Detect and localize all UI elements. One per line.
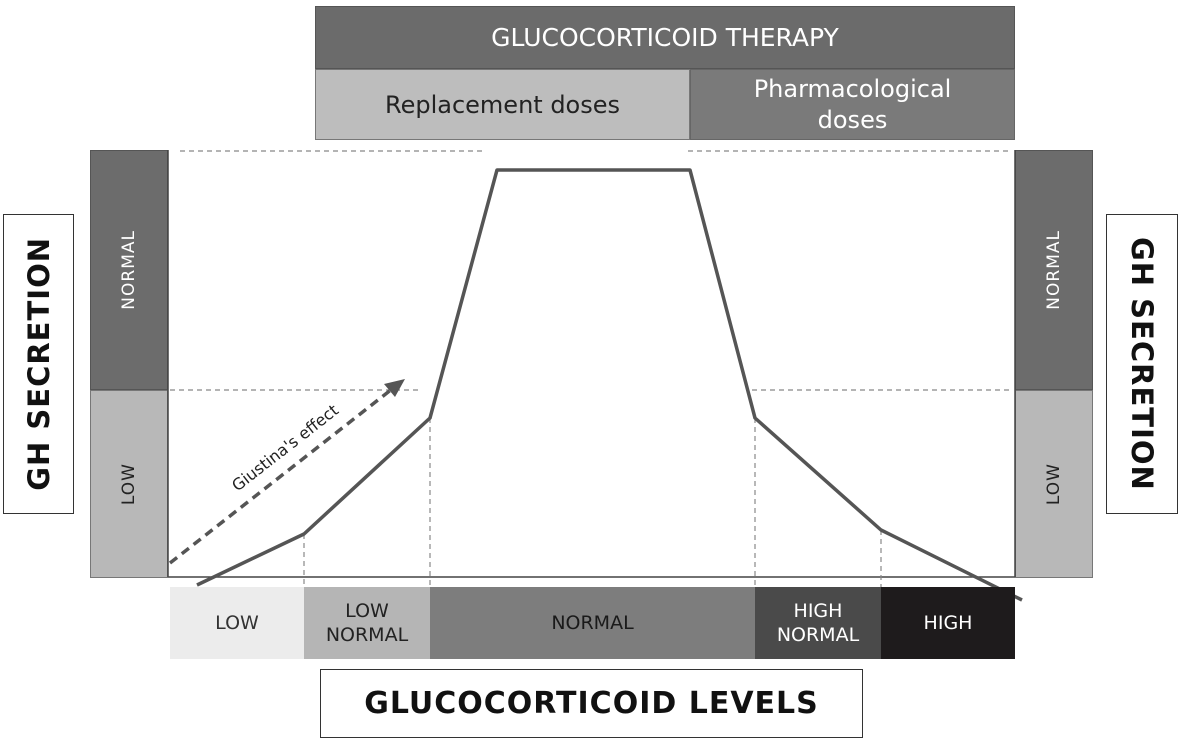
pharmacological-doses-band: Pharmacological doses [690,69,1015,140]
left-gh-low-bar: LOW [90,390,168,578]
level-low-normal-segment: LOW NORMAL [304,587,430,659]
glucocorticoid-levels-box: GLUCOCORTICOID LEVELS [320,669,863,738]
level-high-normal-segment: HIGH NORMAL [755,587,881,659]
level-high-normal-label-1: HIGH [793,600,843,622]
gh-secretion-curve [196,168,1023,602]
pharmacological-label-line2: doses [817,105,888,134]
pharmacological-label-line1: Pharmacological [753,74,952,103]
level-low-label: LOW [215,612,259,634]
replacement-doses-label: Replacement doses [384,90,621,119]
right-gh-low-bar: LOW [1015,390,1093,578]
glucocorticoid-levels-label: GLUCOCORTICOID LEVELS [364,686,819,721]
level-low-segment: LOW [170,587,304,659]
level-high-label: HIGH [923,612,973,634]
replacement-doses-band: Replacement doses [315,69,690,140]
right-gh-secretion-label: GH SECRETION [1125,237,1159,491]
therapy-header: GLUCOCORTICOID THERAPY [315,6,1015,69]
level-normal-segment: NORMAL [430,587,755,659]
level-low-normal-label-1: LOW [345,600,389,622]
left-gh-normal-bar: NORMAL [90,150,168,390]
level-normal-label: NORMAL [551,612,634,634]
level-low-normal-label-2: NORMAL [325,624,409,646]
level-high-normal-label-2: NORMAL [776,624,860,646]
level-high-segment: HIGH [881,587,1015,659]
therapy-title: GLUCOCORTICOID THERAPY [491,23,839,52]
giustina-arrow-line [168,387,394,565]
left-gh-secretion-box: GH SECRETION [3,214,74,514]
giustina-arrowhead [384,379,405,397]
right-gh-secretion-box: GH SECRETION [1106,214,1178,514]
